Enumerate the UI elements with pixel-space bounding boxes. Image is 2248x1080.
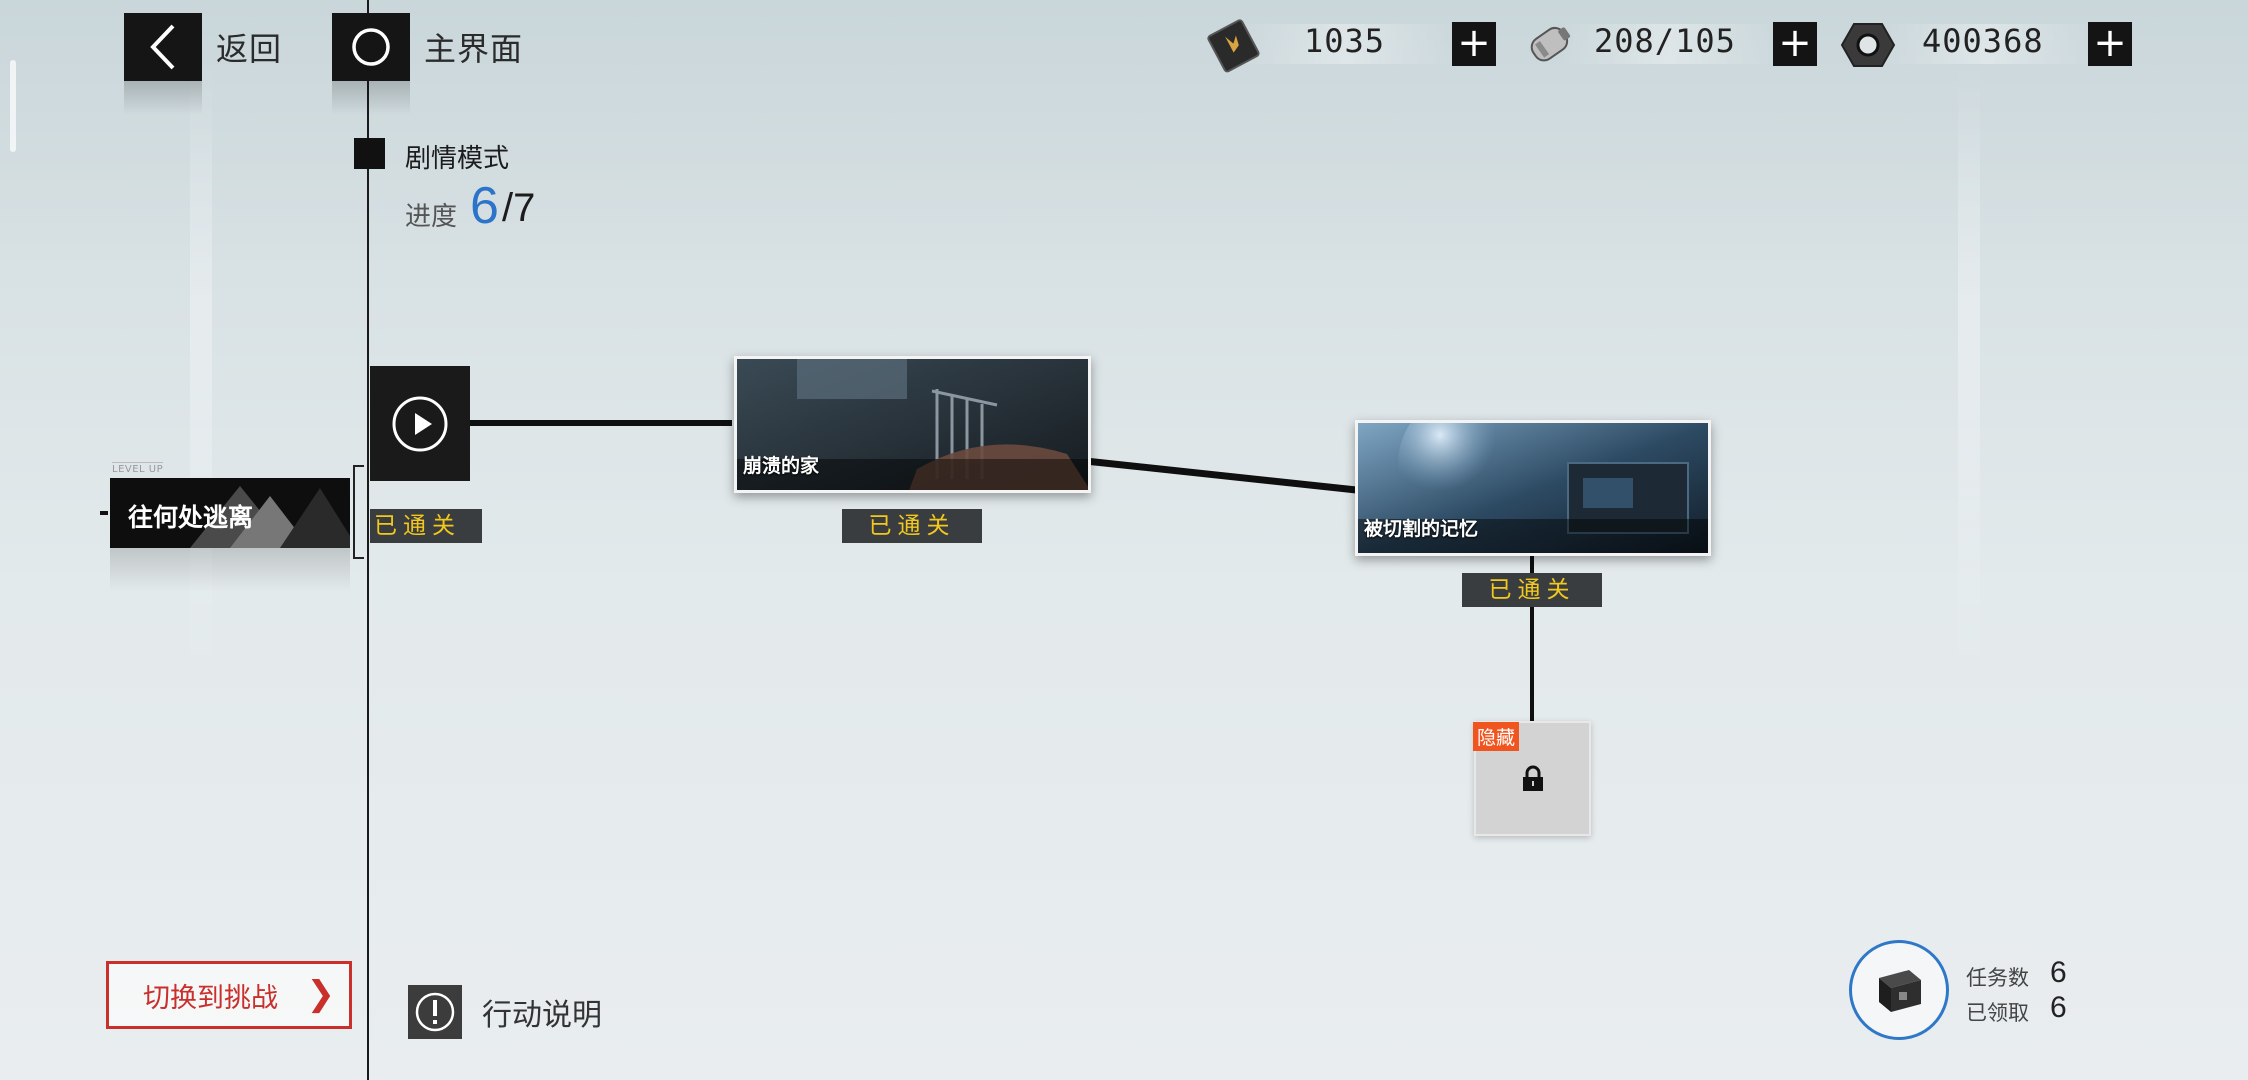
resource-value: 208/105	[1594, 22, 1736, 60]
resource-value: 1035	[1304, 22, 1386, 60]
chevron-right-icon: ❯	[306, 974, 336, 1014]
hex-nut-icon	[1840, 20, 1896, 74]
resource-nuts: 400368 +	[1838, 18, 2138, 70]
resource-value: 400368	[1922, 22, 2044, 60]
action-info-label: 行动说明	[482, 998, 602, 1033]
bracket-tick	[100, 511, 108, 515]
level-up-shadow	[110, 548, 350, 592]
progress-current: 6	[470, 177, 499, 235]
mode-marker-icon	[354, 138, 385, 169]
back-label: 返回	[216, 30, 283, 68]
scroll-indicator	[10, 60, 16, 152]
progress-label: 进度	[405, 202, 458, 232]
action-info-button[interactable]: 行动说明	[408, 985, 602, 1039]
bedroom-scene-image	[737, 359, 1088, 490]
level-up-card[interactable]: 往何处逃离	[110, 478, 350, 548]
back-button[interactable]: 返回	[124, 12, 283, 115]
back-arrow-icon	[124, 13, 202, 115]
battery-canister-icon	[1520, 16, 1580, 78]
switch-to-challenge-button[interactable]: 切换到挑战 ❯	[106, 961, 352, 1029]
path-connector	[1530, 556, 1534, 721]
triangle-pattern-icon	[190, 486, 350, 548]
stage-title: 被切割的记忆	[1364, 518, 1479, 540]
stage-card-collapsed-home[interactable]: 崩溃的家	[734, 356, 1091, 493]
stage-cleared-badge: 已通关	[370, 509, 482, 543]
memory-scene-image	[1358, 423, 1708, 553]
progress-total: /7	[502, 186, 536, 230]
add-nuts-button[interactable]: +	[2088, 22, 2132, 66]
task-count-label: 任务数	[1966, 966, 2029, 990]
home-label: 主界面	[424, 30, 524, 68]
background-pillar	[1958, 60, 1980, 680]
path-connector	[1089, 458, 1357, 494]
resource-battery: 208/105 +	[1520, 18, 1820, 70]
bracket-icon	[353, 465, 364, 559]
lock-icon	[1523, 765, 1543, 791]
mode-label: 剧情模式	[405, 144, 510, 174]
card-ticket-icon	[1200, 16, 1266, 78]
home-button[interactable]: 主界面	[332, 12, 524, 115]
path-connector	[470, 420, 732, 426]
play-icon	[392, 396, 448, 451]
switch-label: 切换到挑战	[143, 982, 278, 1014]
task-claimed-value: 6	[2050, 991, 2067, 1024]
stage-title: 崩溃的家	[743, 455, 820, 477]
hidden-tag: 隐藏	[1473, 722, 1520, 751]
stage-cleared-badge: 已通关	[842, 509, 982, 543]
start-stage-node[interactable]	[370, 366, 470, 481]
task-reward-button[interactable]	[1849, 940, 1949, 1040]
level-up-title: 往何处逃离	[128, 503, 254, 532]
timeline-vertical-line	[367, 0, 369, 1080]
supply-crate-icon	[1879, 970, 1921, 1012]
level-up-tag: LEVEL UP	[112, 462, 164, 475]
add-battery-button[interactable]: +	[1773, 22, 1817, 66]
hidden-locked-stage[interactable]: 隐藏	[1473, 721, 1591, 836]
resource-card-ticket: 1035 +	[1196, 18, 1496, 73]
task-claimed-label: 已领取	[1966, 1001, 2029, 1025]
stage-cleared-badge: 已通关	[1462, 573, 1602, 607]
stage-card-severed-memory[interactable]: 被切割的记忆	[1355, 420, 1711, 556]
home-circle-icon	[332, 13, 410, 115]
task-count-value: 6	[2050, 956, 2067, 989]
add-card-ticket-button[interactable]: +	[1452, 22, 1496, 66]
exclamation-icon	[408, 985, 462, 1039]
